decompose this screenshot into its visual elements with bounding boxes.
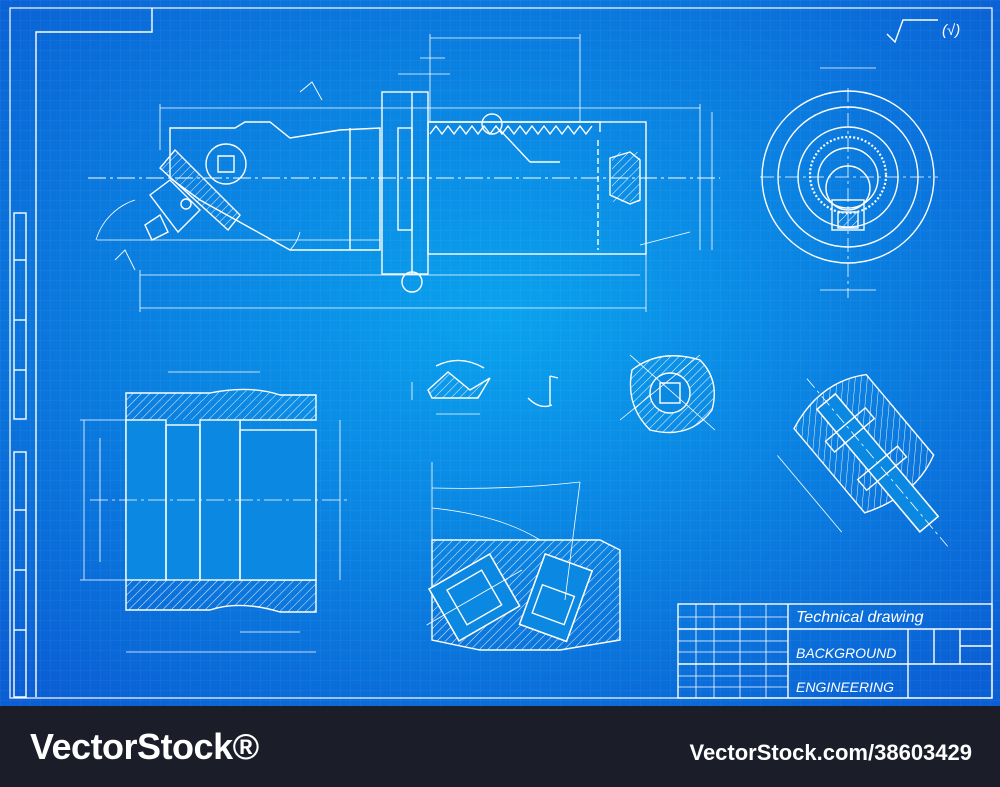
roughness-label: (√)	[942, 22, 961, 39]
detail-angle	[527, 375, 559, 408]
detail-rotated-head	[777, 373, 949, 548]
watermark-footer	[0, 706, 1000, 787]
main-side-view	[88, 34, 720, 312]
title-block-line2: BACKGROUND	[796, 645, 897, 661]
title-block-line3: ENGINEERING	[796, 679, 895, 695]
title-block-title: Technical drawing	[796, 609, 924, 626]
blueprint-drawing	[0, 0, 1000, 706]
watermark-brand: VectorStock®	[30, 726, 259, 767]
section-view-angled	[426, 462, 621, 651]
detail-groove	[411, 359, 491, 415]
detail-cross-section	[619, 354, 716, 434]
blueprint-sheet: (√) Technical drawing BACKGROUND ENGINEE…	[0, 0, 1000, 706]
title-block	[677, 603, 993, 699]
watermark-id: VectorStock.com/38603429	[689, 740, 972, 765]
section-view-sleeve	[80, 371, 350, 653]
sheet-frame	[9, 7, 993, 699]
end-view	[760, 67, 938, 298]
roughness-symbol	[886, 19, 938, 44]
